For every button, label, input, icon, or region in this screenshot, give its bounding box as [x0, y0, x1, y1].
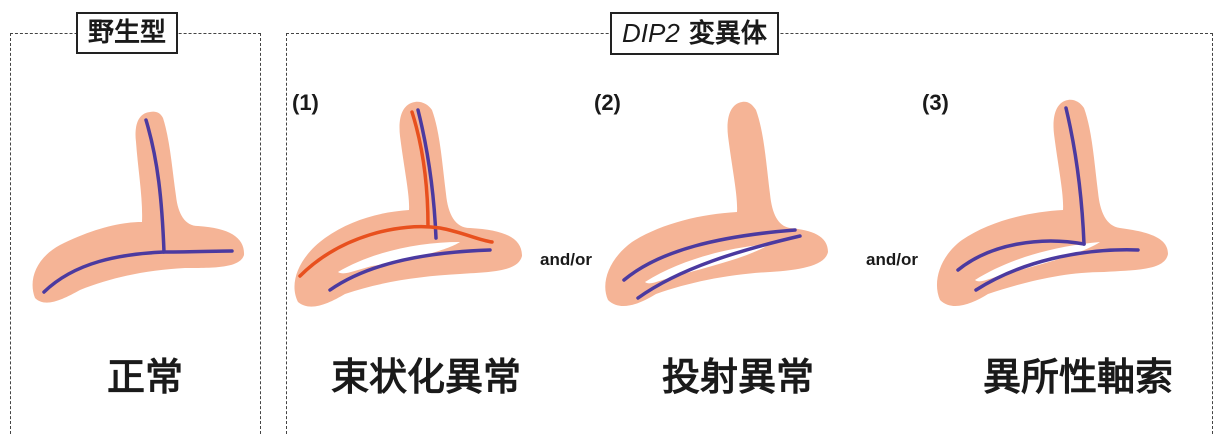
- connector-and-or-2: and/or: [866, 250, 918, 270]
- wild-type-diagram: [33, 112, 244, 303]
- tissue-shape: [33, 112, 244, 303]
- variant-3-diagram: [937, 100, 1168, 306]
- tissue-shape: [294, 102, 522, 307]
- wild-type-caption: 正常: [90, 358, 200, 396]
- tissue-shape: [605, 102, 828, 306]
- tissue-shape: [937, 100, 1168, 306]
- variant-2-caption: 投射異常: [648, 358, 828, 396]
- variant-3-number: (3): [922, 90, 949, 116]
- variant-2-diagram: [605, 102, 828, 306]
- variant-2-number: (2): [594, 90, 621, 116]
- variant-1-diagram: [294, 102, 522, 307]
- variant-3-caption: 異所性軸索: [968, 358, 1188, 396]
- variant-1-caption: 束状化異常: [316, 358, 536, 396]
- variant-1-number: (1): [292, 90, 319, 116]
- connector-and-or-1: and/or: [540, 250, 592, 270]
